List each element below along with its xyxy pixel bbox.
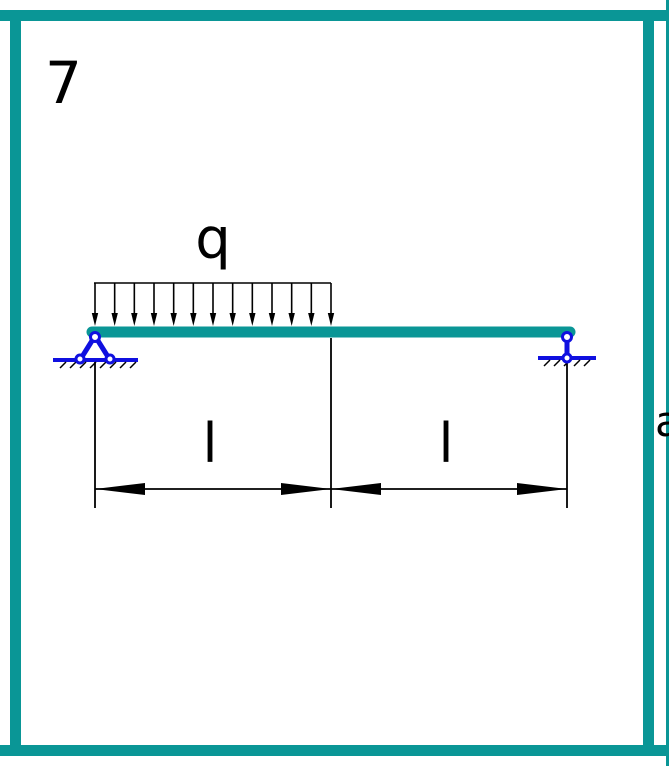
roller-support-right — [538, 331, 596, 367]
load-label: q — [195, 207, 231, 272]
load-arrow-head — [209, 313, 217, 326]
dimension-arrow-span-1-right — [281, 483, 331, 495]
load-arrow-head — [268, 313, 276, 326]
left-support-pin-left — [74, 353, 86, 365]
span-1-label: l — [202, 412, 217, 475]
edge-glyph: a — [655, 397, 669, 446]
dimension-arrow-span-2-left — [331, 483, 381, 495]
problem-number: 7 — [45, 49, 82, 117]
frame-left-bar — [10, 10, 21, 756]
load-arrow-head — [91, 313, 99, 326]
load-arrow-head — [111, 313, 118, 326]
load-arrow-head — [327, 313, 335, 326]
right-support-pin-bottom — [561, 352, 573, 364]
left-support-hatching — [59, 361, 137, 369]
pinned-support-left — [53, 331, 138, 369]
load-arrow-head — [288, 313, 295, 326]
left-support-pin-right — [104, 353, 116, 365]
load-arrow-head — [190, 313, 197, 326]
dimension-arrow-span-1-left — [95, 483, 145, 495]
load-arrows — [91, 283, 335, 326]
load-arrow-head — [150, 313, 158, 326]
load-arrow-head — [131, 313, 138, 326]
frame-right-edge — [666, 0, 669, 766]
load-arrow-head — [249, 313, 256, 326]
frame-top-bar — [0, 10, 669, 21]
right-support-pin-top — [561, 331, 573, 343]
frame-bottom-bar — [0, 745, 669, 756]
load-arrow-head — [170, 313, 177, 326]
load-arrow-head — [229, 313, 236, 326]
dimension-arrow-span-2-right — [517, 483, 567, 495]
distributed-load: q — [91, 207, 335, 326]
span-2-label: l — [438, 412, 453, 475]
load-arrow-head — [308, 313, 315, 326]
left-support-pin-top — [89, 331, 101, 343]
frame-right-bar — [643, 10, 654, 756]
dimension-lines: l l — [94, 338, 568, 508]
